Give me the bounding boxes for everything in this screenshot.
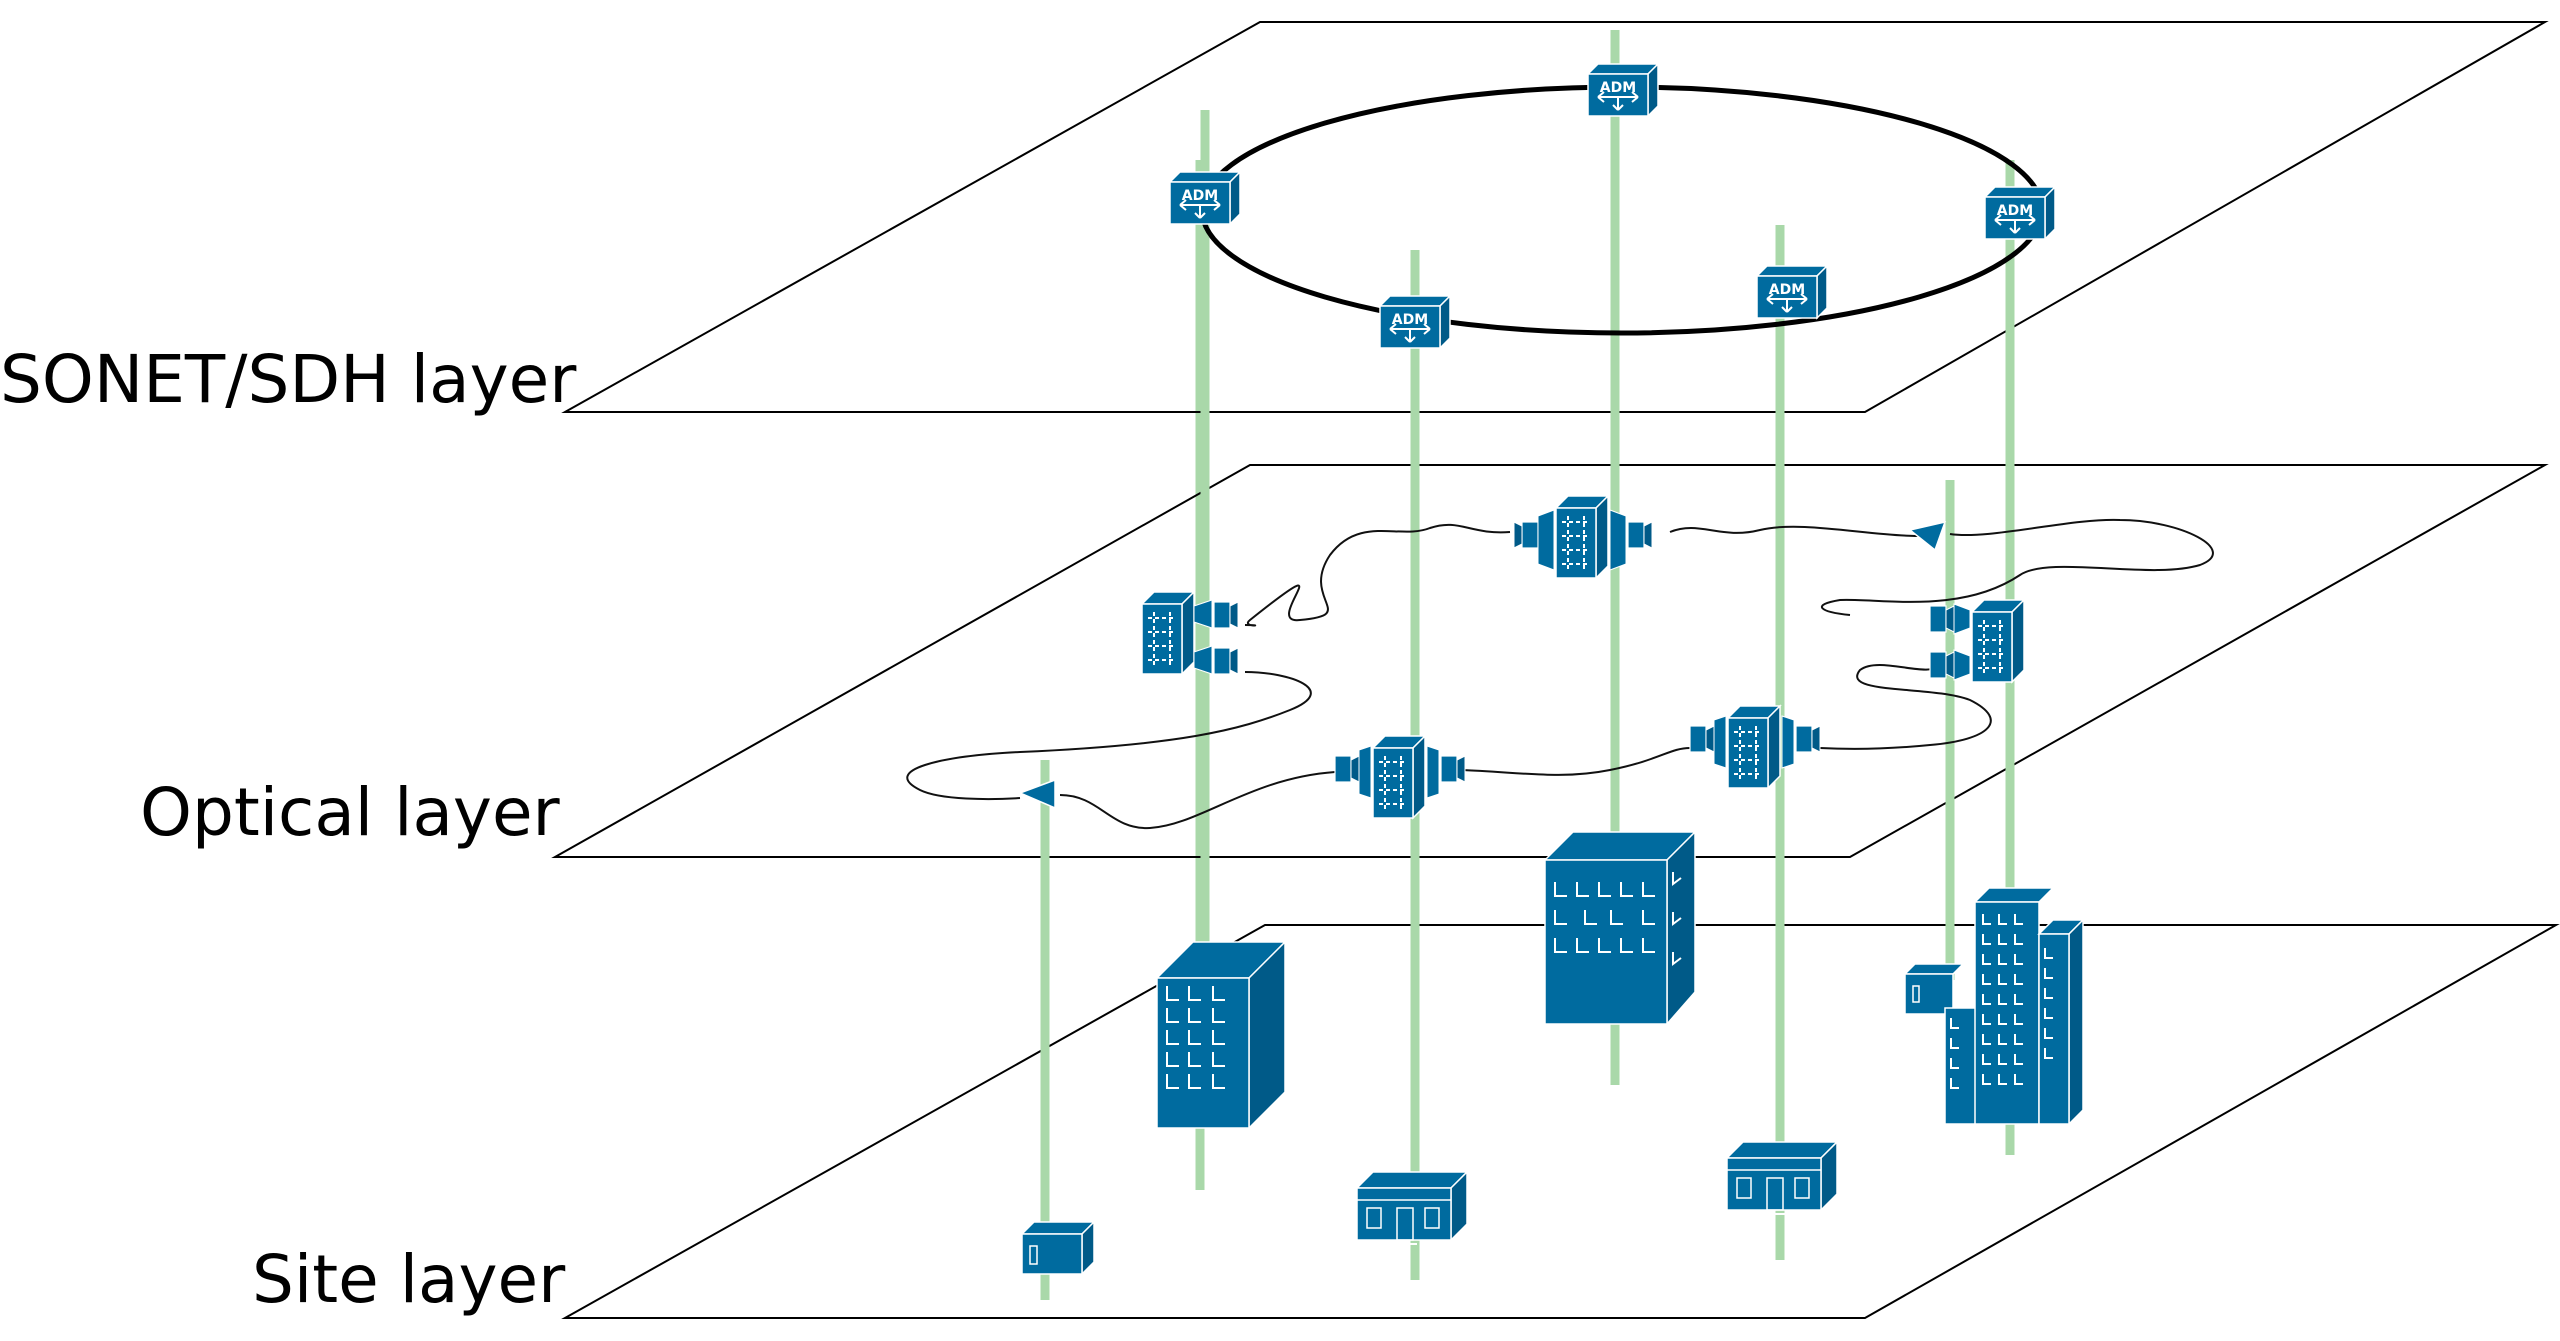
- small-building-icon: [1020, 1220, 1096, 1276]
- optical-cross-connect-icon: [1141, 591, 1239, 675]
- adm-label: ADM: [1600, 80, 1636, 96]
- office-building-center[interactable]: [1543, 830, 1697, 1026]
- adm-label: ADM: [1392, 312, 1428, 328]
- sonet-ring: [1199, 84, 2045, 336]
- site-layer-plane: [561, 924, 2560, 1319]
- house-icon: [1725, 1140, 1839, 1215]
- house-icon: [1355, 1170, 1469, 1245]
- house-center[interactable]: [1355, 1170, 1469, 1245]
- oxc-right[interactable]: [1929, 599, 2025, 683]
- optical-amplifier-left[interactable]: [1017, 778, 1056, 810]
- optical-amplifier-right[interactable]: [1908, 520, 1947, 552]
- site-layer-label: Site layer: [252, 1241, 566, 1318]
- adm-device-5[interactable]: ADM: [1756, 265, 1828, 319]
- office-building-icon: [1155, 940, 1287, 1130]
- optical-cross-connect-icon: [1334, 735, 1466, 819]
- adm-label: ADM: [1182, 188, 1218, 204]
- optical-layer-label: Optical layer: [140, 774, 561, 851]
- oxc-bottom-right[interactable]: [1689, 705, 1821, 789]
- oxc-bottom-left[interactable]: [1334, 735, 1466, 819]
- sonet-sdh-layer-plane: [561, 21, 2549, 413]
- optical-cross-connect-icon: [1513, 495, 1653, 579]
- tower-building-right[interactable]: [1903, 887, 2085, 1126]
- adm-label: ADM: [1997, 203, 2033, 219]
- optical-cross-connect-icon: [1929, 599, 2025, 683]
- optical-amplifier-icon: [1908, 520, 1947, 552]
- oxc-left[interactable]: [1141, 591, 1239, 675]
- small-building-left[interactable]: [1020, 1220, 1096, 1276]
- optical-amplifier-icon: [1017, 778, 1056, 810]
- optical-cross-connect-icon: [1689, 705, 1821, 789]
- oxc-top-center[interactable]: [1513, 495, 1653, 579]
- office-building-left[interactable]: [1155, 940, 1287, 1130]
- adm-device-2[interactable]: ADM: [1169, 171, 1241, 225]
- adm-device-1[interactable]: ADM: [1587, 63, 1659, 117]
- office-building-icon: [1543, 830, 1697, 1026]
- adm-device-4[interactable]: ADM: [1379, 295, 1451, 349]
- tower-building-icon: [1903, 887, 2085, 1126]
- house-right[interactable]: [1725, 1140, 1839, 1215]
- adm-device-3[interactable]: ADM: [1984, 186, 2056, 240]
- optical-fiber-path: [906, 518, 2214, 830]
- adm-label: ADM: [1769, 282, 1805, 298]
- sonet-sdh-layer-label: SONET/SDH layer: [0, 341, 577, 418]
